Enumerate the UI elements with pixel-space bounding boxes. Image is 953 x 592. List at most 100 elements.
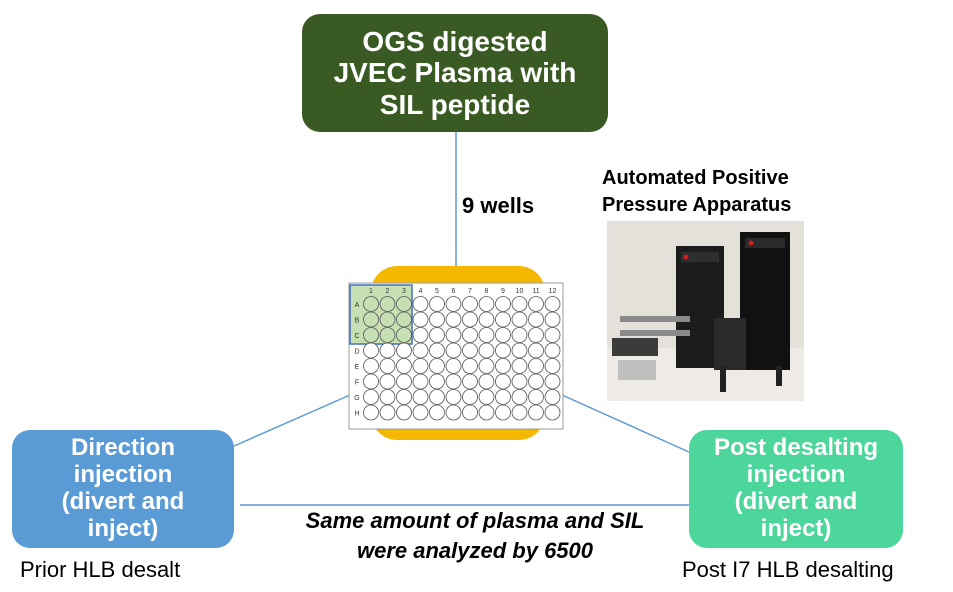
plate-well xyxy=(544,404,561,421)
plate-well xyxy=(544,389,561,405)
plate-well xyxy=(363,342,379,359)
apparatus-title-line-1: Automated Positive xyxy=(602,167,789,189)
plate-well xyxy=(412,373,429,390)
apparatus-title: Automated Positive Pressure Apparatus xyxy=(602,165,791,219)
plate-column-label: 4 xyxy=(419,288,423,295)
plate-column-label: 5 xyxy=(435,288,439,295)
plate-well xyxy=(495,358,511,374)
plate-well xyxy=(363,327,379,343)
plate-well xyxy=(445,296,462,312)
plate-well xyxy=(495,327,511,343)
plate-well xyxy=(462,404,478,421)
plate-column-label: 3 xyxy=(402,288,406,295)
plate-column-label: 12 xyxy=(549,288,557,295)
plate-well xyxy=(396,389,412,405)
plate-well xyxy=(528,358,544,374)
post-line-2: injection xyxy=(746,461,846,489)
plate-well xyxy=(396,373,412,390)
plate-well xyxy=(363,296,379,312)
plate-well xyxy=(528,296,544,312)
plate-well xyxy=(478,311,495,328)
connector-left xyxy=(233,394,351,447)
plate-well xyxy=(478,389,495,405)
right-caption: Post I7 HLB desalting xyxy=(682,557,894,582)
plate-well xyxy=(478,373,495,390)
plate-well xyxy=(412,389,429,405)
plate-well xyxy=(511,373,528,390)
plate-well xyxy=(462,389,478,405)
direct-line-1: Direction xyxy=(70,434,175,462)
plate-well xyxy=(429,311,445,328)
plate-well xyxy=(462,342,478,359)
plate-well xyxy=(429,296,445,312)
plate-well xyxy=(412,342,429,359)
plate-well xyxy=(478,358,495,374)
plate-column-label: 8 xyxy=(485,288,489,295)
plate-well xyxy=(445,404,462,421)
plate-well xyxy=(544,342,561,359)
plate-well xyxy=(363,358,379,374)
plate-well xyxy=(412,358,429,374)
plate-well xyxy=(363,389,379,405)
plate-well xyxy=(495,373,511,390)
plate-well xyxy=(544,311,561,328)
plate-well xyxy=(445,389,462,405)
plate-well xyxy=(396,327,412,343)
plate-well xyxy=(412,296,429,312)
comparison-note-line-2: were analyzed by 6500 xyxy=(356,537,594,563)
plate-well xyxy=(429,404,445,421)
plate-column-label: 1 xyxy=(369,288,373,295)
plate-well xyxy=(445,373,462,390)
plate-well xyxy=(528,327,544,343)
plate-well xyxy=(396,296,412,312)
plate-row-label: H xyxy=(354,411,359,418)
plate-row-label: D xyxy=(354,349,359,356)
plate-well xyxy=(429,389,445,405)
direct-line-4: inject) xyxy=(87,514,159,542)
plate-well xyxy=(528,389,544,405)
plate-well xyxy=(495,389,511,405)
plate-well xyxy=(396,342,412,359)
plate-well xyxy=(478,342,495,359)
plate-column-label: 7 xyxy=(468,288,472,295)
plate-well xyxy=(462,311,478,328)
plate-column-label: 6 xyxy=(452,288,456,295)
plate-well xyxy=(363,373,379,390)
plate-well xyxy=(445,358,462,374)
plate-well xyxy=(544,327,561,343)
plate-well xyxy=(379,373,396,390)
plate-well xyxy=(511,327,528,343)
source-line-3: SIL peptide xyxy=(379,88,531,120)
plate-well xyxy=(495,404,511,421)
apparatus-title-line-2: Pressure Apparatus xyxy=(602,194,792,216)
direct-line-3: (divert and xyxy=(61,488,185,515)
plate-well xyxy=(396,311,412,328)
plate-well xyxy=(462,358,478,374)
plate-well xyxy=(495,311,511,328)
plate-well xyxy=(495,296,511,312)
plate-well xyxy=(511,389,528,405)
plate-row-label: A xyxy=(355,302,360,309)
direct-injection-box: Direction injection (divert and inject) xyxy=(12,430,234,548)
plate-well xyxy=(445,327,462,343)
plate-well xyxy=(396,404,412,421)
plate-well xyxy=(544,296,561,312)
plate-well xyxy=(445,311,462,328)
plate-well xyxy=(528,342,544,359)
plate-well xyxy=(511,342,528,359)
comparison-note: Same amount of plasma and SIL were analy… xyxy=(240,506,710,565)
plate-well xyxy=(511,311,528,328)
plate-well xyxy=(544,358,561,374)
plate-well xyxy=(379,296,396,312)
plate-well xyxy=(429,327,445,343)
post-desalting-box: Post desalting injection (divert and inj… xyxy=(689,430,903,548)
plate-well xyxy=(379,327,396,343)
plate-well xyxy=(478,327,495,343)
plate-well xyxy=(511,358,528,374)
plate-well xyxy=(363,311,379,328)
plate-well xyxy=(462,327,478,343)
plate-well xyxy=(379,342,396,359)
plate-well xyxy=(495,342,511,359)
